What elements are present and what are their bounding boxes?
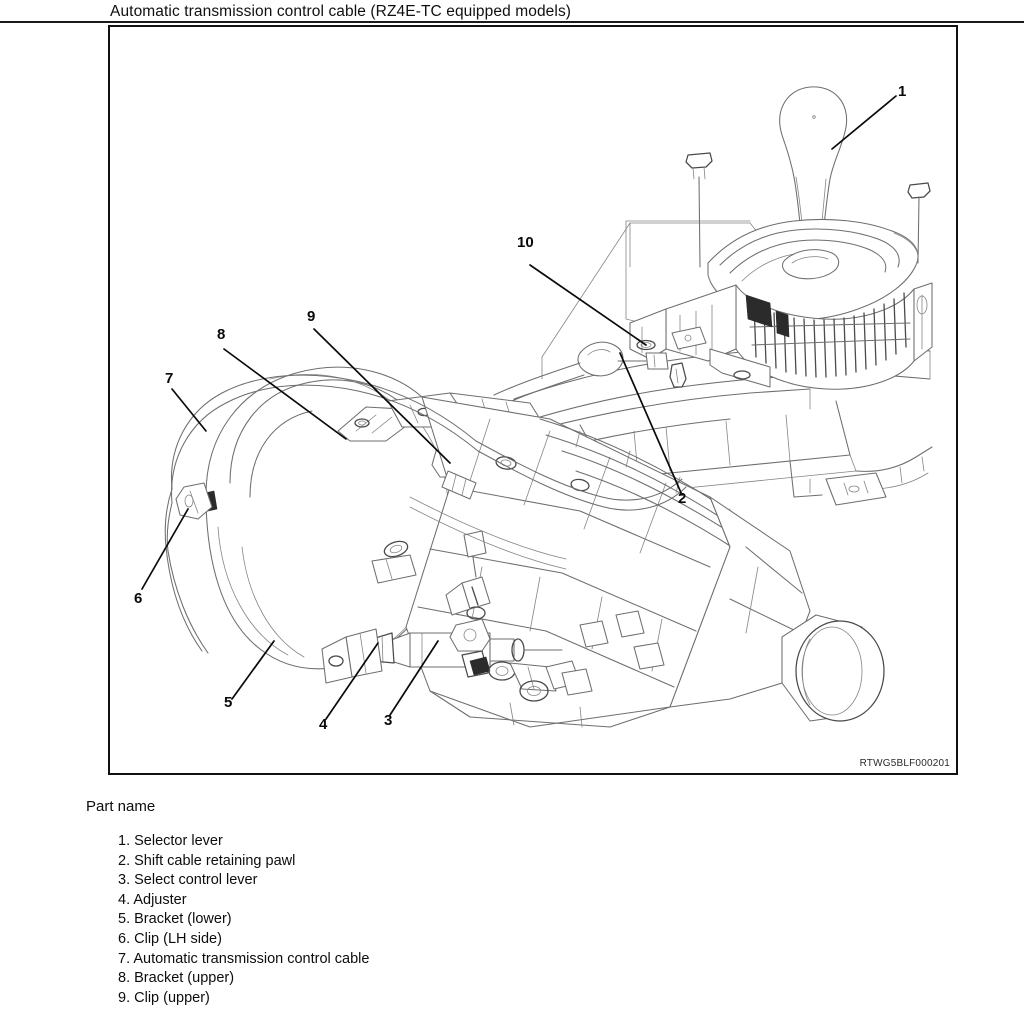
console-bolt-right [907,182,931,264]
list-item: 3. Select control lever [118,871,369,891]
figure-stage: .ln { fill:none; stroke:#6e6e6e; stroke-… [110,27,956,773]
callout-5: 5 [224,694,233,711]
console-bezel [707,218,919,321]
leader-6 [141,508,189,590]
range-linkage [445,530,491,620]
leader-4 [325,642,379,720]
selector-lever-assembly [493,86,933,408]
part-label: Bracket (lower) [134,911,232,928]
list-item: 1. Selector lever [118,832,369,852]
part-number: 9. [118,989,131,1006]
callout-9: 9 [307,308,316,325]
part-label: Select control lever [134,872,258,889]
leader-7 [171,388,207,432]
tail-housing [669,496,885,722]
part-label: Clip (upper) [134,989,210,1006]
part-label: Adjuster [133,891,187,908]
console-base-housing [735,282,933,390]
figure-reference-code: RTWG5BLF000201 [859,758,950,769]
adjuster [449,618,516,681]
automatic-transmission-control-cable [164,374,687,654]
transmission-control-cable-diagram: .ln { fill:none; stroke:#6e6e6e; stroke-… [141,86,933,728]
leader-9 [313,328,451,464]
selector-lever-base-bracket [629,284,771,388]
select-control-lever-group [371,530,665,702]
page-title: Automatic transmission control cable (RZ… [110,3,572,20]
callout-1: 1 [898,83,907,100]
figure-frame: .ln { fill:none; stroke:#6e6e6e; stroke-… [108,25,958,775]
part-number: 5. [118,911,131,928]
list-item: 6. Clip (LH side) [118,930,369,950]
part-number: 1. [118,833,131,849]
list-item: 7. Automatic transmission control cable [118,950,369,970]
callout-7: 7 [165,370,174,387]
leader-2 [619,352,683,496]
part-label: Clip (LH side) [134,930,222,947]
part-label: Selector lever [134,833,223,849]
list-item: 8. Bracket (upper) [118,969,369,989]
part-number: 6. [118,930,131,947]
part-label: Bracket (upper) [134,970,235,987]
bracket-lower [321,628,383,684]
leader-1 [831,95,897,150]
part-name-list: 1. Selector lever 2. Shift cable retaini… [118,832,369,1008]
clip-lh-side [175,482,218,520]
callout-10: 10 [517,234,534,251]
part-number: 2. [118,852,131,869]
part-number: 7. [118,950,131,967]
list-item: 5. Bracket (lower) [118,910,369,930]
part-number: 3. [118,872,131,889]
console-stud-left [685,152,713,268]
callout-6: 6 [134,590,143,607]
callout-8: 8 [217,326,226,343]
callout-3: 3 [384,712,393,729]
leader-10 [529,264,647,346]
console-ribs [749,292,911,378]
list-item: 4. Adjuster [118,891,369,911]
part-number: 4. [118,891,131,908]
leader-5 [231,640,275,700]
callout-leader-lines [141,95,897,720]
leader-3 [389,640,439,716]
callout-4: 4 [319,716,328,733]
part-name-heading: Part name [86,798,156,815]
title-underline-rule [0,21,1024,23]
list-item: 2. Shift cable retaining pawl [118,852,369,872]
shift-cable-retaining-pawl [577,341,687,388]
leader-8 [223,348,347,440]
part-number: 8. [118,970,131,987]
callout-2: 2 [678,490,687,507]
list-item: 9. Clip (upper) [118,989,369,1009]
part-label: Shift cable retaining pawl [134,852,296,869]
part-label: Automatic transmission control cable [133,950,370,967]
automatic-transmission-assembly [205,366,885,728]
case-linkage-right [561,610,665,696]
